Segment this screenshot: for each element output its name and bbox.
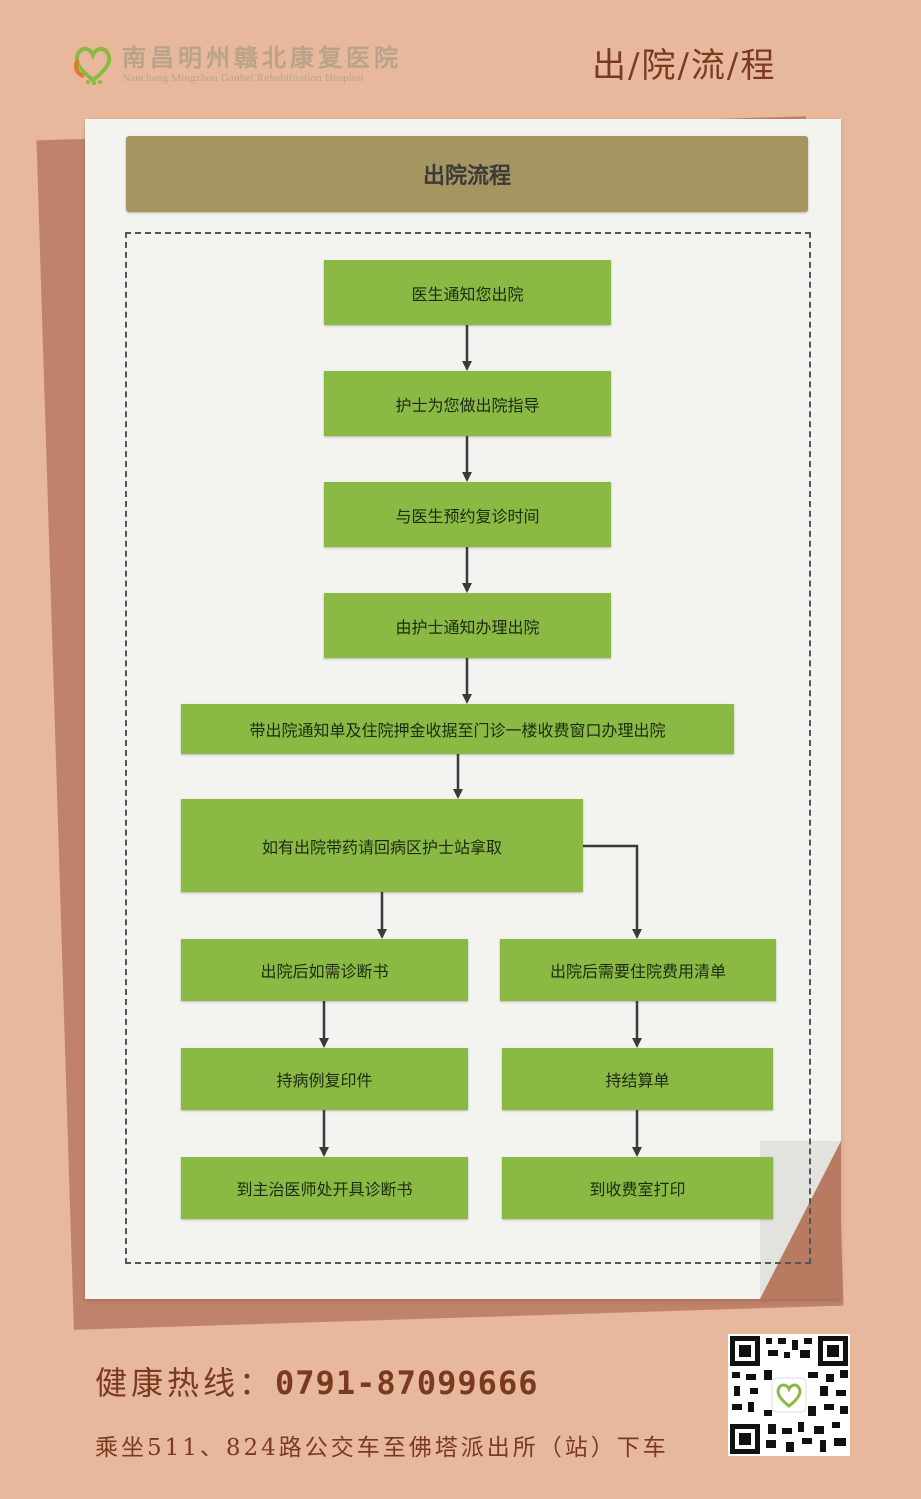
- step-nurse-discharge-notice: 由护士通知办理出院: [324, 593, 611, 658]
- step-need-diagnosis: 出院后如需诊断书: [181, 939, 468, 1001]
- flow-title: 出院流程: [126, 136, 808, 212]
- step-cashier-discharge: 带出院通知单及住院押金收据至门诊一楼收费窗口办理出院: [181, 704, 734, 754]
- hospital-name-en: Nanchang Mingzhou Ganbei Rehabilitation …: [122, 72, 364, 84]
- step-print-at-cashier: 到收费室打印: [502, 1157, 773, 1219]
- hotline-label: 健康热线：: [95, 1364, 276, 1402]
- hotline-number[interactable]: 0791-87099666: [275, 1364, 539, 1402]
- step-record-copy: 持病例复印件: [181, 1048, 468, 1110]
- page-heading: 出/院/流/程: [592, 46, 777, 86]
- step-nurse-guidance: 护士为您做出院指导: [324, 371, 611, 436]
- qr-code-icon[interactable]: [728, 1334, 850, 1456]
- hospital-name-cn: 南昌明州赣北康复医院: [122, 43, 402, 72]
- paper-fold-shadow: [760, 1141, 841, 1299]
- arrow-7: [583, 844, 642, 939]
- step-doctor-notify: 医生通知您出院: [324, 260, 611, 325]
- step-issue-diagnosis: 到主治医师处开具诊断书: [181, 1157, 468, 1219]
- step-take-medicine: 如有出院带药请回病区护士站拿取: [181, 799, 583, 892]
- step-need-expense-list: 出院后需要住院费用清单: [500, 939, 776, 1001]
- step-settlement-slip: 持结算单: [502, 1048, 773, 1110]
- step-followup-appointment: 与医生预约复诊时间: [324, 482, 611, 547]
- hotline: 健康热线：0791-87099666: [95, 1358, 538, 1404]
- flow-frame: [125, 232, 811, 1264]
- bus-info: 乘坐511、824路公交车至佛塔派出所（站）下车: [95, 1435, 669, 1461]
- hospital-logo-icon: [74, 46, 112, 85]
